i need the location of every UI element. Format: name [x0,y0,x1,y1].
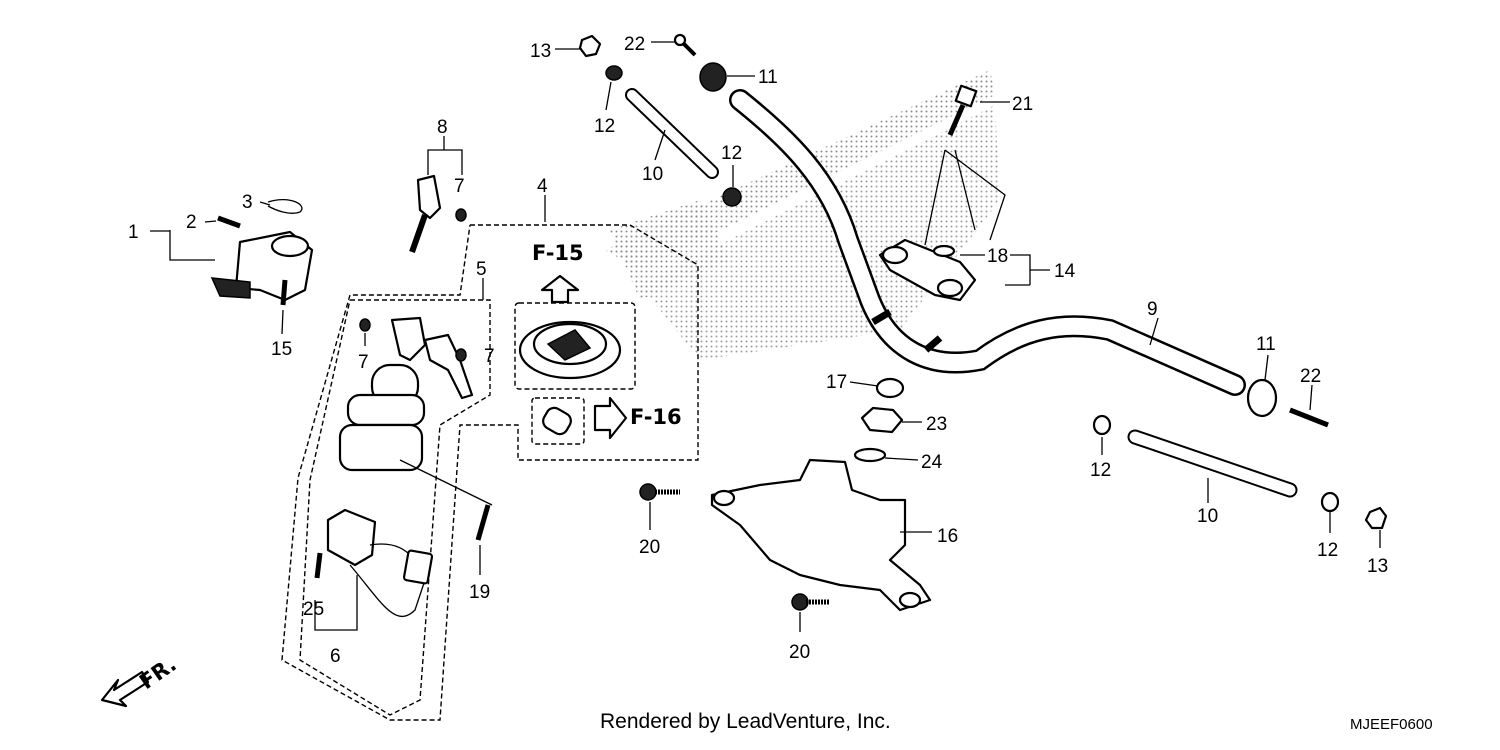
screw-15 [280,279,288,306]
weight-11-left [699,62,727,92]
ignition-switch [338,316,474,472]
callout-14: 14 [1054,261,1076,282]
lead-21b [954,149,976,231]
washer-12-right-b [1320,491,1340,513]
callout-18: 18 [987,246,1008,267]
callout-4: 4 [537,176,548,197]
callout-23: 23 [926,414,947,435]
callout-20a: 20 [639,537,660,558]
callout-7c: 7 [484,346,495,367]
callout-1: 1 [128,222,139,243]
bolt-22-right [1289,407,1329,428]
callout-9: 9 [1147,299,1158,320]
cap-17 [875,377,905,399]
callout-7b: 7 [358,352,369,373]
lead-8 [427,149,463,175]
callout-22a: 22 [624,34,645,55]
bolt-20-bottom [791,593,830,611]
group-boundary-4 [281,224,699,721]
brand-watermark [605,70,1000,360]
washer-24 [853,447,887,463]
fuel-cap [518,320,622,380]
f15-box [514,302,636,390]
callout-2: 2 [186,212,197,233]
bottom-bridge-16 [710,458,932,612]
front-arrow [100,670,150,708]
weight-11-right [1246,378,1278,418]
callout-21: 21 [1012,94,1033,115]
callout-10b: 10 [1197,506,1218,527]
callout-13a: 13 [530,41,551,62]
callout-11a: 11 [758,67,778,88]
bolt-22-left [673,33,697,57]
lead-1 [169,230,215,261]
ref-f16: F-16 [630,405,682,429]
callout-8: 8 [437,117,448,138]
callout-6: 6 [330,646,341,667]
callout-13b: 13 [1367,556,1388,577]
bolt-20-top [639,483,680,501]
lead-6 [314,575,358,631]
screw-2 [217,215,241,229]
washer-12-right-a [1092,414,1112,436]
callout-25: 25 [303,599,324,620]
callout-22b: 22 [1300,366,1321,387]
washer-12-mid [722,187,742,207]
leader-lines [204,41,1381,632]
callout-12b: 12 [721,143,742,164]
callout-3: 3 [242,192,253,213]
rod-left [625,88,719,179]
ref-front: FR. [135,652,181,694]
screw-19 [475,504,491,541]
lead-21a [924,149,946,246]
callout-10a: 10 [642,164,663,185]
upper-holder [878,238,977,302]
ref-f15: F-15 [532,241,584,265]
callouts: 1 2 3 4 5 6 7 7 7 8 9 10 10 11 11 12 12 … [128,34,1388,667]
nut-13-left [578,34,602,58]
group-boundary-5 [299,299,491,716]
fuel-fitting-f16 [542,406,572,436]
f16-arrow [593,396,628,440]
washer-7-right [455,348,467,362]
clip-3 [267,198,303,214]
callout-12a: 12 [594,116,615,137]
handlebar [729,89,1246,396]
f15-arrow [540,274,580,304]
nut-13-right [1364,506,1388,530]
immobilizer-unit [326,508,434,617]
callout-7a: 7 [454,176,465,197]
callout-20b: 20 [789,642,810,663]
callout-24: 24 [921,452,943,473]
rod-right [1127,429,1298,498]
screw-25 [314,552,323,579]
footer-credit: Rendered by LeadVenture, Inc. [600,710,891,733]
callout-19: 19 [469,582,490,603]
callout-12c: 12 [1090,460,1111,481]
lead-19 [399,459,493,506]
washer-7-top [455,208,467,222]
washer-12-top [605,65,623,81]
callout-12d: 12 [1317,540,1338,561]
nut-23 [860,406,904,434]
callout-16: 16 [937,526,958,547]
callout-5: 5 [476,259,487,280]
bolt-21 [947,84,978,136]
lead-21c [944,149,1006,241]
callout-17: 17 [826,372,847,393]
clamp-assembly [210,230,314,302]
callout-15: 15 [271,339,292,360]
washer-7-left [359,318,371,332]
key-8 [409,174,442,253]
callout-11b: 11 [1256,334,1276,355]
diagram-code: MJEEF0600 [1350,716,1433,733]
